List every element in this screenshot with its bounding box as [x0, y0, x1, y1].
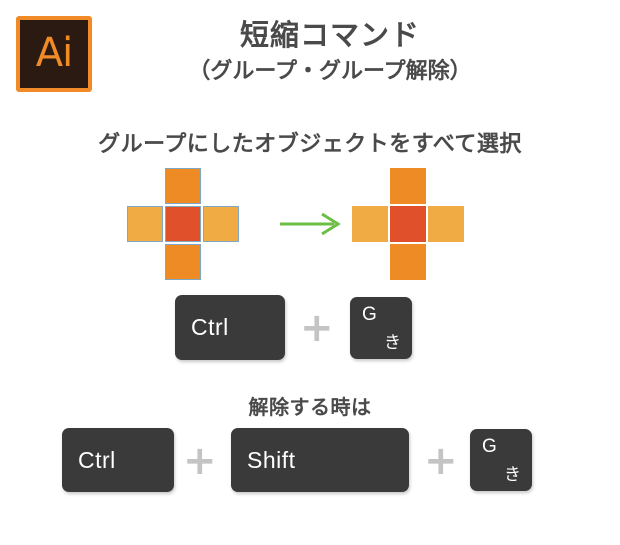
square-center: [165, 206, 201, 242]
square-left: [352, 206, 388, 242]
selected-objects-cluster: [127, 168, 239, 280]
plus-separator: +: [300, 305, 334, 351]
square-right: [428, 206, 464, 242]
key-g-ungroup[interactable]: G き: [470, 429, 532, 491]
page-title: 短縮コマンド: [239, 20, 420, 52]
plus-separator-2: +: [424, 438, 458, 484]
key-ctrl[interactable]: Ctrl: [175, 295, 285, 360]
header: Ai 短縮コマンド （グループ・グループ解除）: [0, 0, 620, 112]
square-left: [127, 206, 163, 242]
square-bottom: [390, 244, 426, 280]
plus-separator-1: +: [183, 438, 217, 484]
key-ctrl-label: Ctrl: [78, 447, 116, 473]
square-top: [390, 168, 426, 204]
key-g[interactable]: G き: [350, 297, 412, 359]
key-ctrl-label: Ctrl: [191, 314, 229, 340]
key-g-label: G: [362, 304, 377, 325]
key-g-label: G: [482, 436, 497, 457]
grouped-objects-cluster: [352, 168, 464, 280]
key-shift-label: Shift: [247, 447, 296, 473]
squares-diagram: [0, 168, 620, 280]
key-g-kana-label: き: [504, 465, 521, 484]
instruction-step-2: 解除する時は: [248, 397, 372, 419]
square-top: [165, 168, 201, 204]
page-subtitle: （グループ・グループ解除）: [188, 58, 472, 84]
square-bottom: [165, 244, 201, 280]
square-right: [203, 206, 239, 242]
key-ctrl-ungroup[interactable]: Ctrl: [62, 428, 174, 492]
adobe-illustrator-logo-text: Ai: [35, 29, 73, 76]
instruction-step-1: グループにしたオブジェクトをすべて選択: [98, 131, 522, 156]
title-block: 短縮コマンド （グループ・グループ解除）: [120, 18, 540, 86]
adobe-illustrator-logo-icon: Ai: [16, 16, 92, 92]
key-g-kana-label: き: [384, 333, 401, 352]
square-center: [390, 206, 426, 242]
key-shift[interactable]: Shift: [231, 428, 409, 492]
right-arrow-icon: [280, 212, 341, 236]
